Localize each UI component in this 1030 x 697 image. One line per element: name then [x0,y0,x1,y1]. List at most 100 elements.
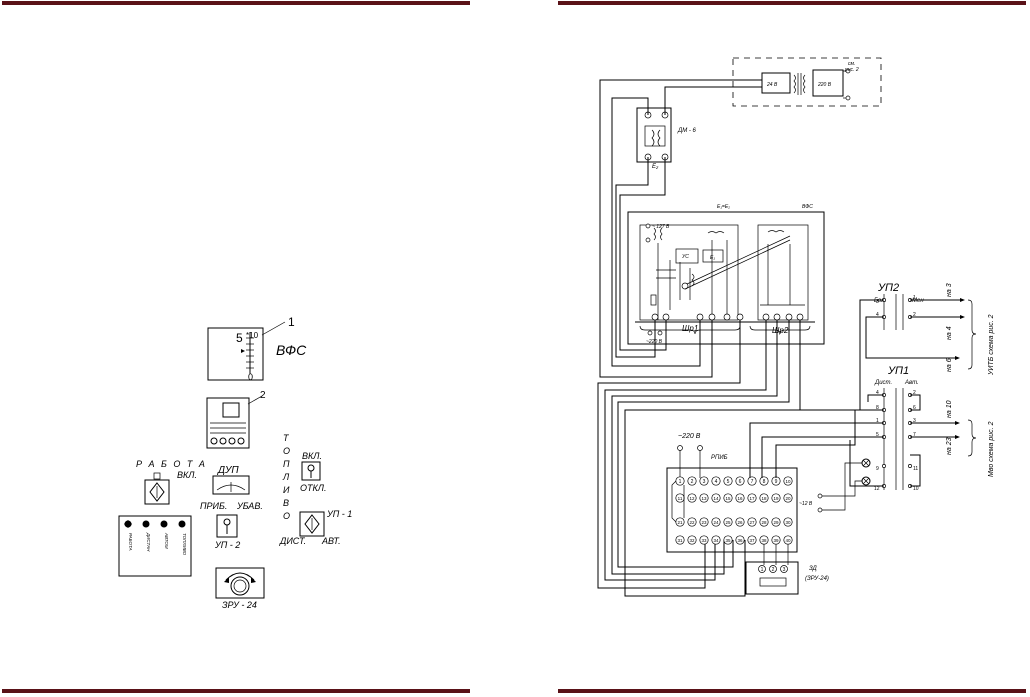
rpib-pin: 5 [727,479,730,485]
up1-pin: 10 [913,486,919,492]
rpib-pin: 30 [785,520,791,525]
label-na6: на 6 [946,358,953,372]
svg-text:2: 2 [772,567,775,573]
label-rpib: РПИБ [711,455,728,461]
label-e2: Е₂ [652,164,659,170]
dup-label: ДУП [217,465,239,476]
rpib-row-3: 21 22 23 24 25 26 27 28 29 30 [675,517,793,527]
otkl-label: ОТКЛ. [300,483,326,493]
rpib-pin: 13 [701,496,707,501]
rpib-pin: 37 [749,538,755,543]
vfs-label: ВФС [276,342,307,358]
rpib-pin: 12 [689,496,695,501]
label-e1e2: Е₁=Е₂ [717,204,730,210]
rpib-pin: 39 [773,538,779,543]
up1-label: УП - 1 [326,509,352,519]
label-up2: УП2 [877,282,899,294]
gauge-scale: *10 [246,331,259,340]
toplivo-letter: И [283,485,290,495]
up1-pin: 11 [913,466,918,472]
rpib-pin: 33 [701,538,707,543]
rpib-pin: 19 [773,496,779,501]
up2-pin: 2 [913,312,916,318]
vfs-gauge: 5 *10 0 [207,327,264,382]
label-shr2: Шр2 [772,326,789,335]
up1-pin: 5 [876,432,879,438]
rpib-pin: 7 [751,479,754,485]
up2-label: УП - 2 [214,540,240,550]
label-na10: на 10 [946,400,953,418]
rpib-pin: 17 [749,496,755,501]
up2-pin: 1 [913,295,916,301]
monitor-2 [206,397,250,449]
svg-text:1: 1 [761,567,764,573]
up1-pin: 1 [876,418,879,424]
toplivo-letter: В [283,498,289,508]
label-us: УС [682,254,689,260]
up1-pin: 12 [874,486,880,492]
label-vfs-block: ВФС [802,204,813,210]
label-dm6: ДМ - 6 [677,128,697,134]
rpib-row-4: 31 32 33 34 35 36 37 38 39 40 [675,535,793,545]
lamp-label: ТОПЛИВО [182,533,187,556]
up2-pin: 4 [876,312,879,318]
label-24v: 24 В [766,82,778,88]
rpib-pin: 11 [678,496,683,501]
rpib-pin: 4 [715,479,718,485]
label-na23: на 23 [946,437,953,455]
rpib-pin: 27 [749,520,755,525]
rpib-pin: 6 [739,479,742,485]
vkl-left-label: ВКЛ. [177,470,197,480]
ubav-label: УБАВ. [236,501,263,511]
rpib-pin: 3 [703,479,706,485]
rpib-pin: 15 [725,496,731,501]
rpib-pin: 1 [679,479,682,485]
rpib-pin: 20 [785,496,791,501]
rabota-label: Р А Б О Т А [136,459,207,469]
rpib-pin: 40 [785,538,791,543]
toplivo-letter: Л [282,472,290,482]
label-zd: ЗД [809,566,817,572]
callout-1: 1 [288,315,295,329]
rpib-pin: 36 [737,538,743,543]
label-sm: см. [848,61,855,67]
label-men: Мен [912,298,924,304]
label-mvo: Мво схема рис. 2 [988,421,995,477]
lamp-label: АВТОМ [164,532,169,549]
label-shr1: Шр1 [682,324,698,333]
up1-pin: 3 [913,418,916,424]
rpib-pin: 23 [701,520,707,525]
up1-pin: 2 [913,390,916,396]
gauge-mark-5: 5 [236,331,243,345]
up1-pin: 6 [913,405,916,411]
rpib-pin: 25 [725,520,731,525]
rpib-pin: 32 [689,538,695,543]
label-avt: Авт. [904,380,919,386]
rpib-pin: 8 [763,479,766,485]
indicator-lamps [118,515,192,577]
toplivo-letter: П [283,459,290,469]
rpib-pin: 10 [785,479,791,484]
rpib-pin: 22 [689,520,695,525]
toplivo-letter: Т [283,433,290,443]
label-e1: Е₁ [710,255,715,261]
label-220v-c: ~220 В [678,433,701,440]
callout-2: 2 [260,390,266,401]
label-zru: (ЗРУ-24) [805,576,829,582]
prib-label: ПРИБ. [200,501,227,511]
toplivo-letter: О [283,446,290,456]
rpib-row-1: 1 2 3 4 5 6 7 8 9 10 [675,476,793,486]
zru-dial [215,567,265,599]
lamp-label: РАБОТА [128,533,133,551]
lamp-label: ДИСТАН [146,532,151,552]
label-up1: УП1 [887,365,909,377]
rpib-pin: 2 [691,479,694,485]
rpib-pin: 16 [737,496,743,501]
svg-text:3: 3 [783,567,786,573]
zru-label: ЗРУ - 24 [222,600,257,610]
label-12v: ~12 В [799,501,813,507]
rpib-pin: 35 [725,538,731,543]
rpib-pin: 28 [761,520,767,525]
